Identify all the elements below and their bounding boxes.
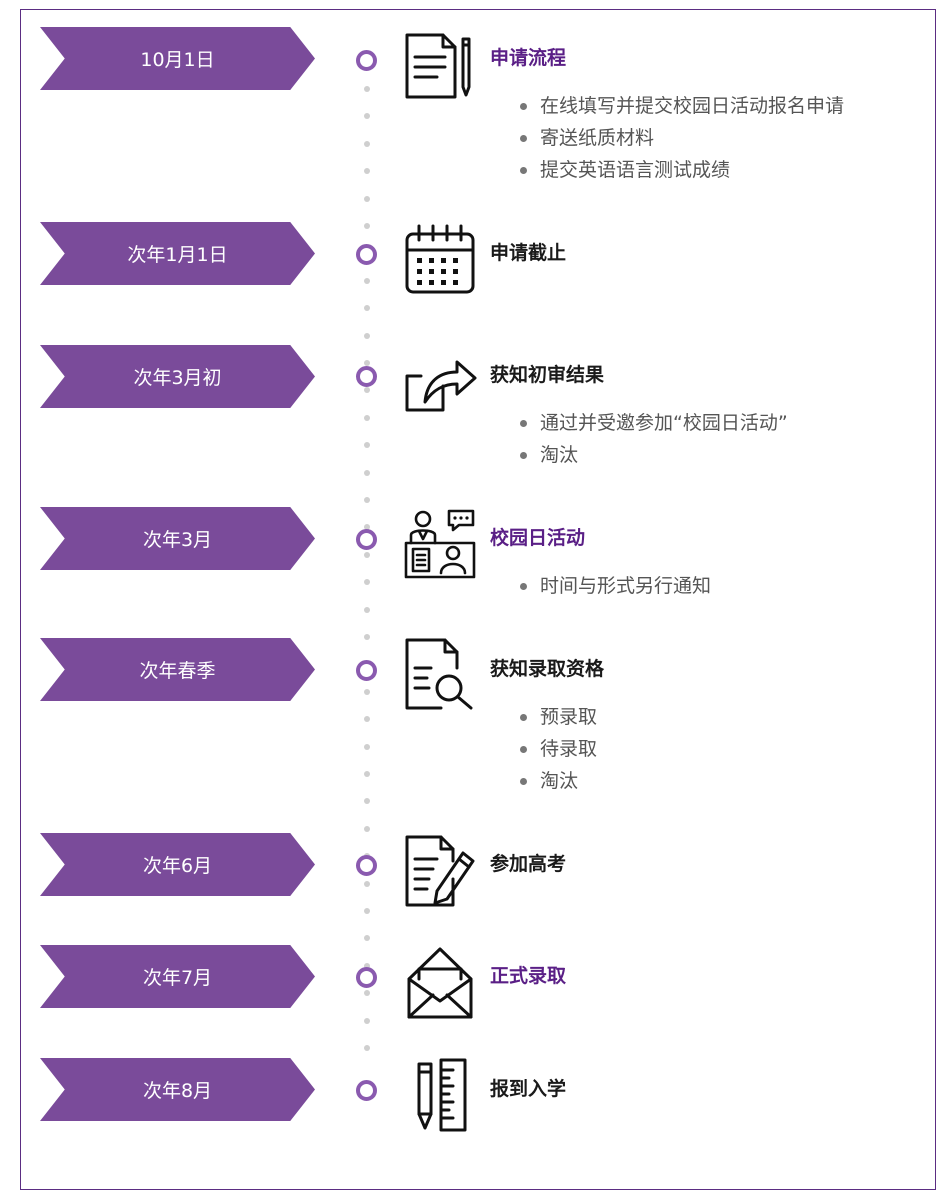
connector-dot	[364, 333, 370, 339]
step-bullet-list: 在线填写并提交校园日活动报名申请 寄送纸质材料 提交英语语言测试成绩	[520, 90, 844, 186]
pencil-ruler-icon	[403, 1058, 477, 1132]
step-bullet-list: 时间与形式另行通知	[520, 570, 711, 602]
connector-dot	[364, 579, 370, 585]
date-chevron: 次年3月初	[40, 345, 315, 408]
step-title: 报到入学	[490, 1078, 567, 1100]
date-chevron: 次年1月1日	[40, 222, 315, 285]
connector-dot	[364, 113, 370, 119]
list-item: 淘汰	[520, 439, 788, 471]
calendar-icon	[403, 222, 477, 296]
connector-dot	[364, 963, 370, 969]
step-title: 申请截止	[490, 242, 567, 264]
connector-dot	[364, 716, 370, 722]
date-chevron: 次年8月	[40, 1058, 315, 1121]
connector-dot	[364, 881, 370, 887]
connector-dot	[364, 387, 370, 393]
date-chevron: 次年3月	[40, 507, 315, 570]
timeline-node	[356, 660, 377, 681]
exam-pen-icon	[403, 833, 477, 907]
interview-icon	[403, 507, 477, 581]
connector-dot	[364, 634, 370, 640]
envelope-icon	[403, 945, 477, 1019]
step-title: 申请流程	[490, 47, 567, 69]
list-item: 待录取	[520, 733, 597, 765]
list-item: 在线填写并提交校园日活动报名申请	[520, 90, 844, 122]
step-title: 获知初审结果	[490, 364, 605, 386]
connector-dot	[364, 826, 370, 832]
connector-dot	[364, 990, 370, 996]
connector-dot	[364, 771, 370, 777]
connector-dot	[364, 305, 370, 311]
connector-dot	[364, 798, 370, 804]
connector-dot	[364, 935, 370, 941]
connector-dot	[364, 497, 370, 503]
connector-dot	[364, 223, 370, 229]
timeline-node	[356, 244, 377, 265]
connector-dot	[364, 196, 370, 202]
connector-dot	[364, 689, 370, 695]
date-chevron: 次年6月	[40, 833, 315, 896]
timeline-node	[356, 366, 377, 387]
timeline-node	[356, 529, 377, 550]
timeline-node	[356, 855, 377, 876]
connector-dot	[364, 1018, 370, 1024]
timeline-node	[356, 50, 377, 71]
connector-dot	[364, 1045, 370, 1051]
list-item: 通过并受邀参加“校园日活动”	[520, 407, 788, 439]
connector-dot	[364, 86, 370, 92]
connector-dot	[364, 524, 370, 530]
connector-dot	[364, 908, 370, 914]
date-chevron: 次年春季	[40, 638, 315, 701]
step-bullet-list: 通过并受邀参加“校园日活动” 淘汰	[520, 407, 788, 471]
list-item: 预录取	[520, 701, 597, 733]
timeline-node	[356, 967, 377, 988]
document-pen-icon	[403, 27, 477, 101]
list-item: 寄送纸质材料	[520, 122, 844, 154]
share-arrow-icon	[403, 350, 477, 424]
list-item: 淘汰	[520, 765, 597, 797]
connector-dot	[364, 360, 370, 366]
connector-dot	[364, 415, 370, 421]
list-item: 提交英语语言测试成绩	[520, 154, 844, 186]
date-chevron: 次年7月	[40, 945, 315, 1008]
timeline-frame	[20, 9, 936, 1190]
step-title: 校园日活动	[490, 527, 586, 549]
step-title: 获知录取资格	[490, 658, 605, 680]
connector-dot	[364, 442, 370, 448]
connector-dot	[364, 744, 370, 750]
step-title: 参加高考	[490, 853, 567, 875]
document-search-icon	[403, 638, 477, 712]
timeline-node	[356, 1080, 377, 1101]
connector-dot	[364, 607, 370, 613]
connector-dot	[364, 278, 370, 284]
connector-dot	[364, 141, 370, 147]
step-title: 正式录取	[490, 965, 567, 987]
connector-dot	[364, 552, 370, 558]
step-bullet-list: 预录取 待录取 淘汰	[520, 701, 597, 797]
date-chevron: 10月1日	[40, 27, 315, 90]
list-item: 时间与形式另行通知	[520, 570, 711, 602]
connector-dot	[364, 470, 370, 476]
connector-dot	[364, 168, 370, 174]
